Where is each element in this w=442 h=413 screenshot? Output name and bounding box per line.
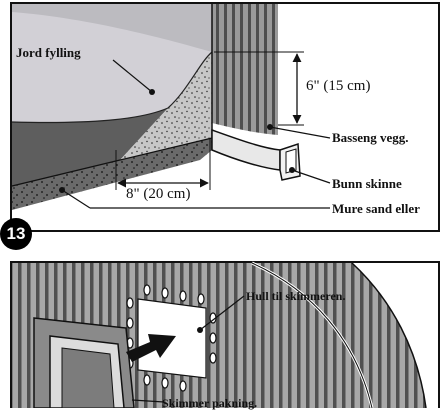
height-dimension bbox=[214, 51, 304, 126]
ground-dark-area bbox=[12, 108, 168, 186]
insert-arrow bbox=[126, 334, 176, 362]
label-sand: Mure sand eller bbox=[332, 201, 420, 216]
bottom-panel bbox=[10, 261, 440, 413]
label-width-measure: 8" (20 cm) bbox=[126, 186, 191, 202]
step-badge: 13 bbox=[0, 218, 32, 250]
label-skimmer-hole: Hull til skimmeren. bbox=[246, 289, 346, 303]
skimmer-gasket bbox=[33, 317, 135, 409]
bottom-leaders bbox=[131, 295, 245, 403]
pool-wall bbox=[212, 4, 278, 135]
label-soil-fill: Jord fylling bbox=[16, 45, 81, 60]
top-panel bbox=[10, 2, 440, 232]
label-height-measure: 6" (15 cm) bbox=[306, 78, 371, 94]
label-bottom-rail: Bunn skinne bbox=[332, 176, 402, 191]
label-skimmer-gasket: Skimmer pakning. bbox=[162, 396, 258, 410]
sand-wedge bbox=[120, 52, 212, 160]
label-pool-wall: Basseng vegg. bbox=[332, 130, 409, 145]
top-leaders bbox=[59, 59, 331, 209]
width-dimension bbox=[115, 138, 211, 190]
